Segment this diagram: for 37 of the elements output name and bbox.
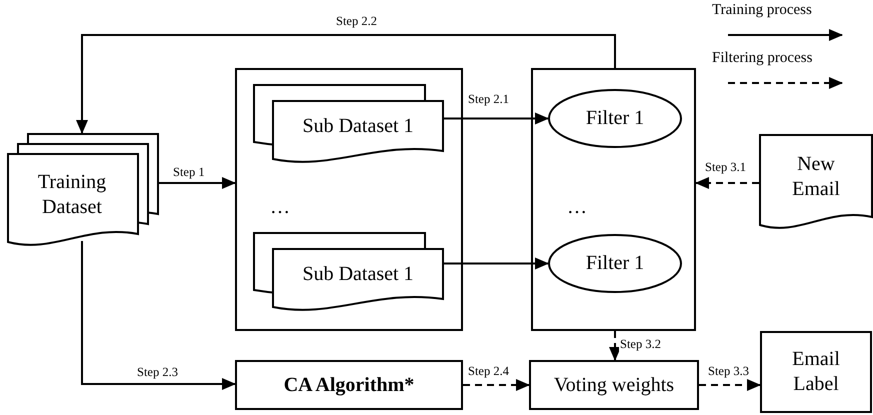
ellipsis-text: … (270, 196, 290, 219)
arrow (444, 258, 549, 270)
legend-text: Filtering process (712, 50, 812, 67)
node-text: Filter 1 (586, 106, 644, 131)
group-frame (235, 68, 463, 331)
process-box (235, 360, 463, 410)
edge-label: Step 3.3 (707, 365, 750, 379)
edge-label: Step 3.1 (704, 161, 747, 175)
edge-label: Step 2.3 (136, 366, 179, 380)
edge-label: Step 2.2 (335, 15, 378, 29)
edge-label: Step 2.4 (467, 365, 510, 379)
node-text: New Email (791, 152, 841, 202)
node-text: Sub Dataset 1 (302, 262, 414, 286)
edge-label: Step 1 (172, 166, 206, 180)
arrow (699, 379, 761, 391)
node-text: Filter 1 (586, 251, 644, 276)
process-ellipse (548, 89, 682, 148)
node-text: Training Dataset (36, 170, 108, 220)
node-text: Voting weights (554, 372, 674, 398)
arrow (609, 331, 621, 361)
process-box (529, 360, 699, 410)
ellipsis-text: … (567, 196, 587, 219)
arrow (76, 34, 616, 134)
node-text: CA Algorithm* (284, 372, 414, 398)
arrow (695, 177, 759, 189)
arrow (158, 177, 236, 189)
arrow (463, 379, 530, 391)
legend-text: Training process (712, 2, 812, 19)
process-box (760, 331, 872, 413)
node-text: Sub Dataset 1 (302, 114, 414, 138)
process-ellipse (548, 234, 682, 293)
arrow (81, 241, 236, 390)
node-text: Email Label (791, 347, 841, 397)
edge-label: Step 2.1 (467, 93, 510, 107)
edge-label: Step 3.2 (619, 338, 662, 352)
arrow (444, 112, 549, 124)
group-frame (531, 68, 696, 331)
